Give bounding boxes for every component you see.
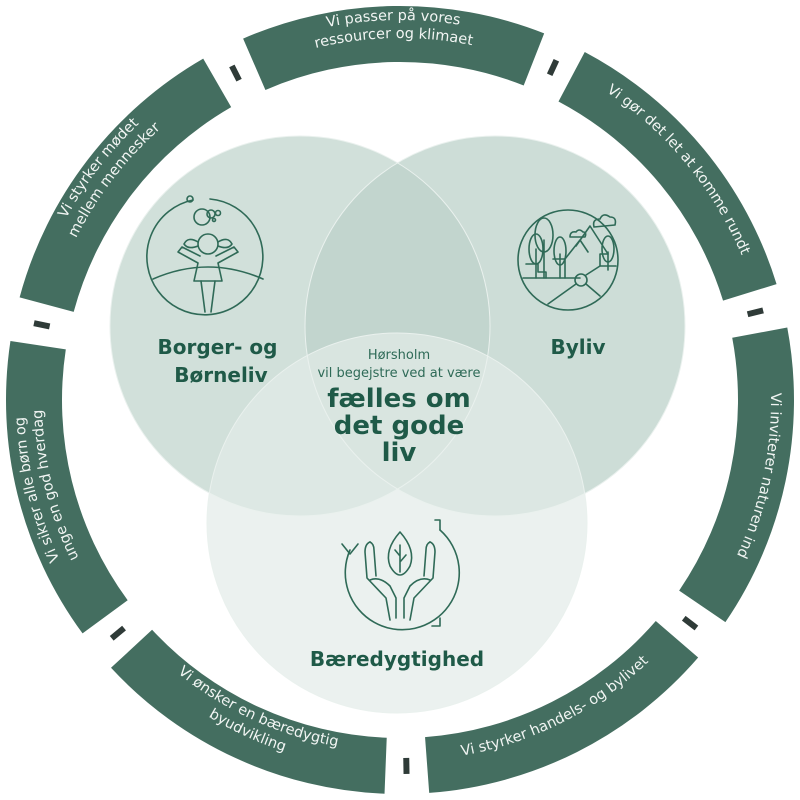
ring-segment bbox=[558, 52, 777, 301]
center-big-1: fælles om bbox=[327, 384, 471, 414]
venn-outline-left bbox=[109, 135, 491, 517]
center-line-2: vil begejstre ved at være bbox=[317, 366, 480, 381]
venn-outline-right bbox=[304, 135, 686, 517]
city-landscape-icon bbox=[517, 209, 619, 311]
ring-connector bbox=[546, 59, 560, 77]
center-line-1: Hørsholm bbox=[368, 348, 430, 363]
child-playing-icon bbox=[146, 195, 264, 316]
center-big-2: det gode bbox=[334, 411, 464, 441]
venn-label-left-line2: Børneliv bbox=[174, 363, 267, 387]
ring-connector bbox=[109, 625, 126, 641]
venn-diagram bbox=[109, 135, 686, 714]
ring-segment bbox=[679, 327, 795, 623]
venn-circle-bottom bbox=[207, 333, 587, 713]
venn-label-left: Borger- og Børneliv bbox=[158, 335, 285, 387]
ring-connector bbox=[746, 307, 764, 318]
ring-segment bbox=[5, 341, 128, 634]
center-statement: Hørsholm vil begejstre ved at være fælle… bbox=[317, 348, 480, 468]
ring-connector bbox=[229, 64, 242, 82]
venn-label-bottom: Bæredygtighed bbox=[310, 647, 484, 671]
ring-segment-label: Vi passer på vores bbox=[325, 7, 461, 31]
hands-leaf-recycle-icon bbox=[341, 519, 461, 631]
venn-label-left-line1: Borger- og bbox=[158, 335, 278, 359]
ring-segment bbox=[111, 629, 387, 794]
ring-connector bbox=[33, 320, 51, 330]
ring-connector bbox=[681, 615, 699, 631]
ring-segment bbox=[425, 620, 699, 793]
center-big-3: liv bbox=[382, 438, 417, 468]
ring-segment bbox=[243, 6, 545, 90]
venn-outline-bottom bbox=[206, 332, 588, 714]
ring-connectors bbox=[33, 59, 764, 774]
venn-label-right: Byliv bbox=[550, 335, 605, 359]
ring-segment bbox=[19, 58, 232, 312]
